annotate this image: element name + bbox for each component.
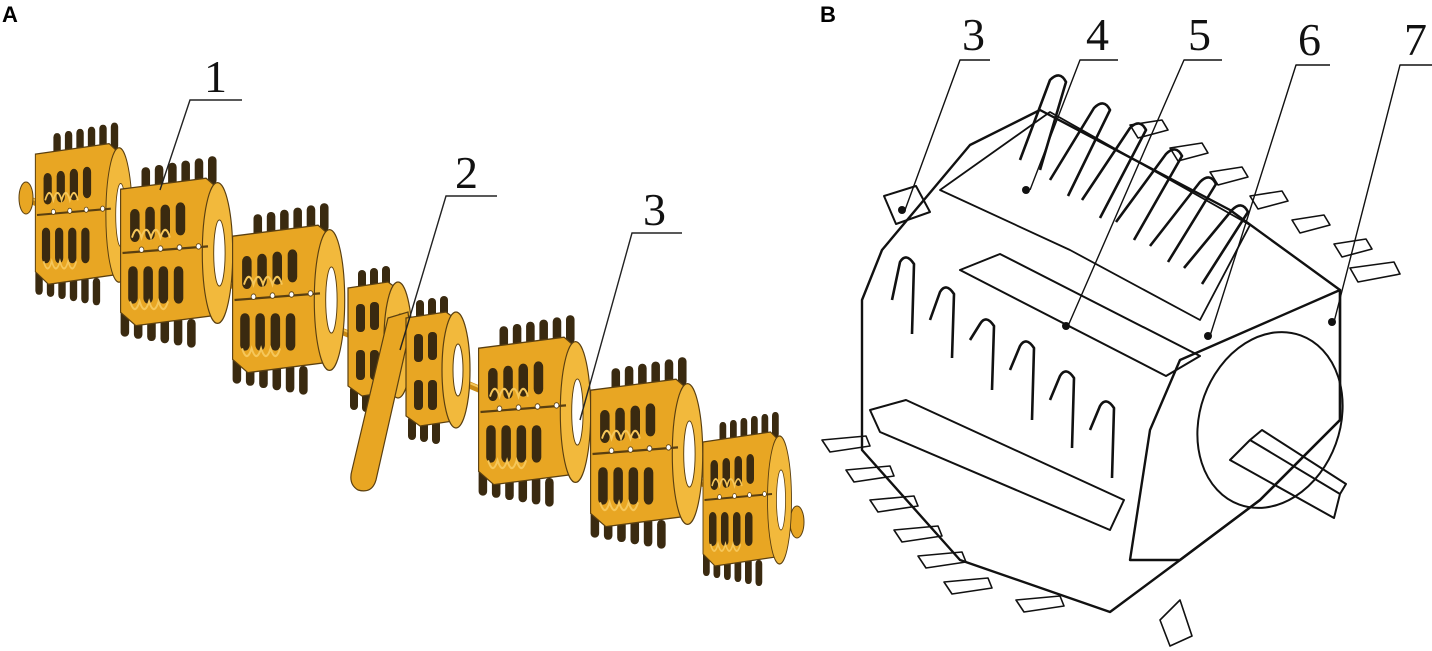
fastener-dots: [898, 186, 1336, 340]
bottom-bar: [869, 399, 1125, 531]
end-plate-window: [1196, 331, 1344, 509]
svg-text:6: 6: [1298, 14, 1321, 65]
rotor-unit-a1: [34, 121, 134, 307]
rotor-unit-a3: [231, 202, 346, 396]
front-spring-tines: [890, 256, 1116, 479]
svg-text:5: 5: [1188, 9, 1211, 60]
bottom-comb-teeth: [821, 435, 1193, 647]
rotor-unit-a7: [589, 356, 704, 550]
end-plate: [1128, 288, 1342, 562]
rotor-unit-a8: [702, 411, 793, 587]
shaft-flange-left: [18, 181, 34, 215]
panel-b: B: [820, 2, 1432, 647]
panel-b-letter: B: [820, 2, 836, 27]
svg-text:2: 2: [455, 147, 478, 198]
callout-a-1: 1: [159, 51, 242, 191]
center-plate: [350, 311, 411, 492]
callout-b-6: 6: [1209, 14, 1330, 337]
svg-text:1: 1: [204, 51, 227, 102]
top-spring-tines: [1018, 74, 1250, 285]
shaft-flange-right: [789, 505, 805, 539]
callout-b-7: 7: [1333, 14, 1432, 323]
rotor-unit-a2: [119, 155, 234, 349]
rotor-unit-a6: [477, 314, 592, 508]
svg-text:3: 3: [962, 9, 985, 60]
callout-a-3: 3: [579, 184, 682, 421]
svg-text:4: 4: [1086, 9, 1109, 60]
callout-a-2: 2: [399, 147, 497, 351]
callout-b-4: 4: [1029, 9, 1118, 191]
panel-a-letter: A: [2, 2, 18, 27]
svg-text:7: 7: [1404, 14, 1427, 65]
square-shaft-stub-left: [883, 185, 931, 225]
callout-b-3: 3: [904, 9, 990, 211]
panel-a: A 1 2 3: [2, 2, 805, 587]
callout-b-5: 5: [1067, 9, 1222, 327]
top-plate: [939, 111, 1251, 321]
central-bar: [959, 253, 1201, 377]
rotor-unit-a5: [405, 295, 471, 445]
svg-text:3: 3: [643, 184, 666, 235]
